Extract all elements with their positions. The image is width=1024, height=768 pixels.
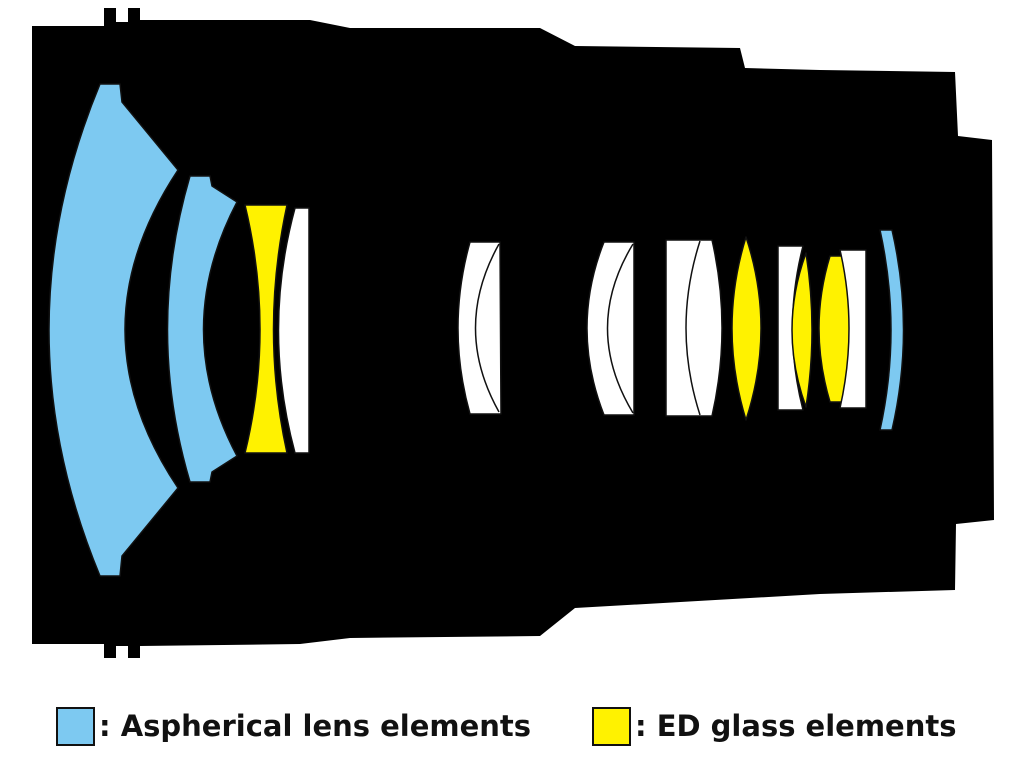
lens-element-6 — [586, 241, 635, 416]
lens-element-12 — [839, 249, 867, 409]
legend-aspherical: : Aspherical lens elements — [56, 700, 531, 752]
lens-element-3 — [244, 204, 288, 454]
lens-element-5-divider — [474, 243, 500, 413]
lens-construction-diagram — [32, 8, 994, 658]
lens-element-10 — [791, 252, 813, 408]
ed-glass-swatch — [592, 706, 631, 746]
lens-element-5 — [457, 241, 502, 415]
legend-ed-label: : ED glass elements — [635, 709, 957, 743]
lens-element-4 — [277, 207, 310, 454]
lens-element-13 — [879, 229, 905, 431]
lens-barrel — [32, 8, 994, 658]
lens-element-7 — [665, 239, 723, 417]
lens-element-1 — [48, 83, 179, 577]
lens-element-7-divider — [685, 240, 701, 416]
lens-element-8 — [731, 236, 762, 421]
aspherical-swatch — [56, 706, 95, 746]
legend-ed-glass: : ED glass elements — [592, 700, 957, 752]
lens-element-2 — [166, 175, 238, 483]
lens-element-6-divider — [606, 243, 634, 414]
legend-aspherical-label: : Aspherical lens elements — [99, 709, 532, 743]
